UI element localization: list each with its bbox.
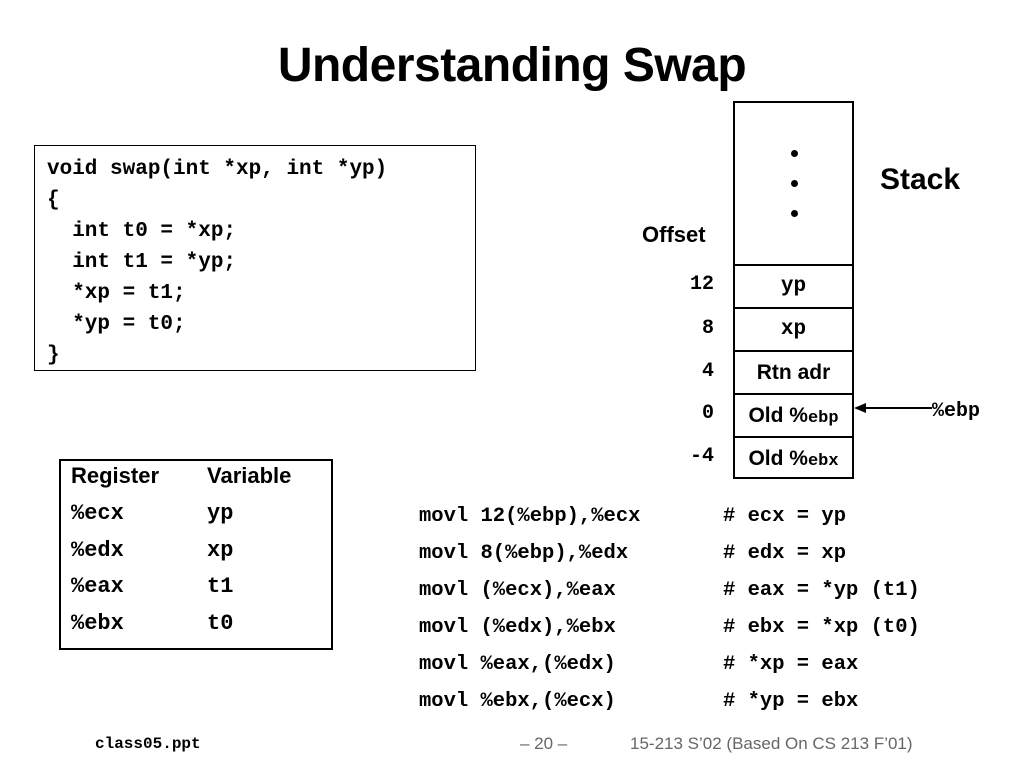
slot-prefix: Old %: [748, 404, 808, 427]
assembly-line: movl 12(%ebp),%ecx # ecx = yp: [419, 505, 846, 542]
code-line: *xp = t1;: [47, 282, 186, 305]
assembly-instruction: movl %eax,(%edx): [419, 653, 616, 676]
code-line: }: [47, 344, 60, 367]
table-cell-register: %ecx: [71, 501, 124, 526]
code-line: void swap(int *xp, int *yp): [47, 158, 388, 181]
assembly-comment: # eax = *yp (t1): [723, 579, 920, 602]
slot-register: ebx: [807, 452, 839, 471]
assembly-line: movl 8(%ebp),%edx # edx = xp: [419, 542, 846, 579]
stack-divider: [735, 393, 852, 395]
slot-register: ebp: [807, 409, 839, 428]
stack-slot-old-ebx: Old %ebx: [735, 447, 852, 471]
stack-divider: [735, 350, 852, 352]
code-line: *yp = t0;: [47, 313, 186, 336]
assembly-comment: # edx = xp: [723, 542, 847, 565]
table-cell-variable: yp: [207, 501, 234, 526]
assembly-instruction: movl %ebx,(%ecx): [419, 690, 616, 713]
assembly-instruction: movl (%ecx),%eax: [419, 579, 616, 602]
assembly-line: movl %eax,(%edx) # *xp = eax: [419, 653, 858, 690]
table-cell-register: %eax: [71, 574, 124, 599]
stack-slot-old-ebp: Old %ebp: [735, 404, 852, 428]
offset-value: 12: [689, 273, 714, 296]
stack-label: Stack: [880, 163, 961, 196]
offset-value: 4: [701, 360, 714, 383]
ellipsis-dot: [791, 150, 798, 157]
table-header-variable: Variable: [207, 463, 292, 488]
code-line: int t0 = *xp;: [47, 220, 237, 243]
offset-value: 8: [701, 317, 714, 340]
table-cell-variable: t1: [207, 574, 234, 599]
assembly-listing: movl 12(%ebp),%ecx # ecx = yp movl 8(%eb…: [419, 505, 920, 727]
offset-value: 0: [701, 402, 714, 425]
stack-slot-yp: yp: [780, 275, 807, 298]
assembly-comment: # *xp = eax: [723, 653, 859, 676]
code-line: int t1 = *yp;: [47, 251, 237, 274]
stack-divider: [735, 436, 852, 438]
c-code-box: void swap(int *xp, int *yp) { int t0 = *…: [34, 145, 476, 371]
assembly-comment: # ebx = *xp (t0): [723, 616, 920, 639]
code-line: {: [47, 189, 60, 212]
stack-divider: [735, 307, 852, 309]
footer-filename: class05.ppt: [95, 735, 201, 753]
ebp-pointer-arrow-icon: [854, 403, 932, 413]
table-header-register: Register: [71, 463, 160, 488]
footer-course: 15-213 S’02 (Based On CS 213 F’01): [630, 734, 913, 753]
stack-slot-return-address: Rtn adr: [756, 361, 831, 384]
assembly-instruction: movl 12(%ebp),%ecx: [419, 505, 641, 528]
table-cell-variable: xp: [207, 538, 234, 563]
footer-page-number: – 20 –: [520, 734, 568, 753]
offset-value: -4: [689, 445, 714, 468]
assembly-instruction: movl (%edx),%ebx: [419, 616, 616, 639]
ebp-pointer-label: %ebp: [932, 400, 981, 423]
assembly-comment: # ecx = yp: [723, 505, 847, 528]
ellipsis-dot: [791, 180, 798, 187]
table-cell-register: %ebx: [71, 611, 124, 636]
table-cell-register: %edx: [71, 538, 124, 563]
stack-divider: [735, 264, 852, 266]
offset-label: Offset: [642, 222, 706, 247]
table-cell-variable: t0: [207, 611, 234, 636]
assembly-line: movl (%edx),%ebx # ebx = *xp (t0): [419, 616, 920, 653]
slot-prefix: Old %: [748, 447, 808, 470]
assembly-instruction: movl 8(%ebp),%edx: [419, 542, 629, 565]
assembly-line: movl %ebx,(%ecx) # *yp = ebx: [419, 690, 858, 727]
stack-frame: yp xp Rtn adr Old %ebp Old %ebx: [733, 101, 854, 479]
ellipsis-dot: [791, 210, 798, 217]
assembly-line: movl (%ecx),%eax # eax = *yp (t1): [419, 579, 920, 616]
stack-slot-xp: xp: [780, 318, 807, 341]
slide-title: Understanding Swap: [277, 39, 747, 92]
register-variable-table: Register Variable %ecx yp %edx xp %eax t…: [59, 459, 333, 650]
assembly-comment: # *yp = ebx: [723, 690, 859, 713]
